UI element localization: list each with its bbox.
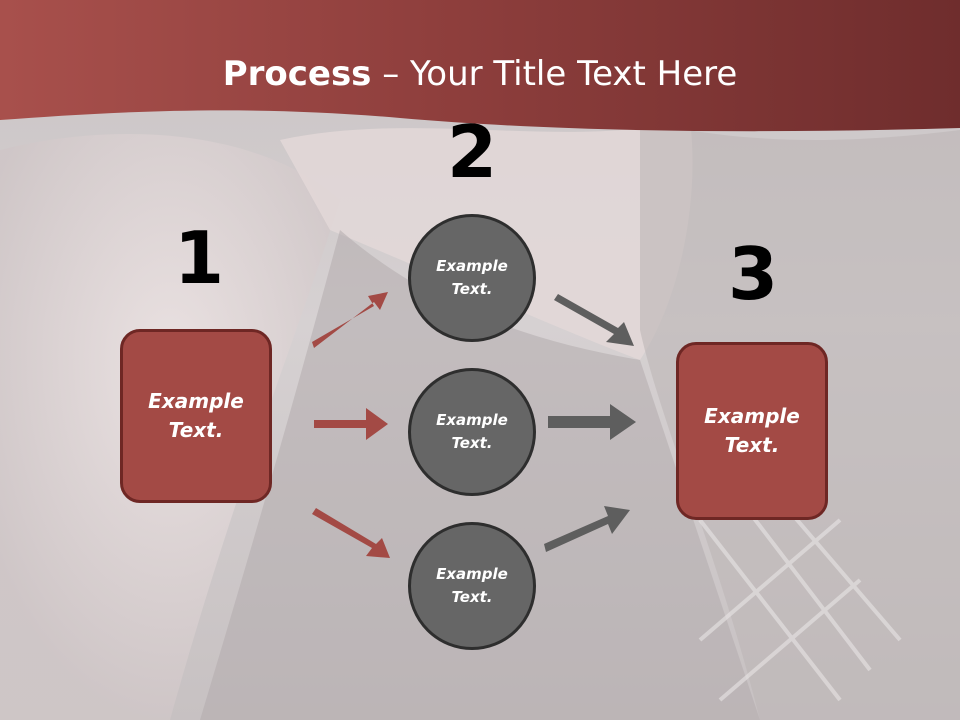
circle-middle: Example Text. [408, 368, 536, 496]
step-number-1: 1 [173, 216, 225, 300]
circle-top: Example Text. [408, 214, 536, 342]
red-arrow-right [314, 408, 388, 440]
step-number-3: 3 [727, 232, 779, 316]
circle-top-text: Example Text. [436, 257, 508, 298]
gray-arrow-up [544, 506, 630, 552]
title-banner [0, 0, 960, 132]
gray-arrow-down [554, 294, 634, 346]
slide-title: Process – Your Title Text Here [0, 50, 960, 98]
step-3-text: Example Text. [704, 404, 800, 457]
red-arrow-up [312, 292, 388, 348]
step-1-box: Example Text. [120, 329, 272, 503]
title-bold: Process [222, 54, 372, 94]
step-3-box: Example Text. [676, 342, 828, 520]
red-arrow-down [312, 508, 390, 558]
step-number-2: 2 [446, 110, 498, 194]
circle-middle-text: Example Text. [436, 411, 508, 452]
circle-bottom: Example Text. [408, 522, 536, 650]
circle-bottom-text: Example Text. [436, 565, 508, 606]
gray-arrow-right [548, 404, 636, 440]
step-1-text: Example Text. [148, 389, 244, 442]
title-rest: – Your Title Text Here [371, 54, 738, 94]
